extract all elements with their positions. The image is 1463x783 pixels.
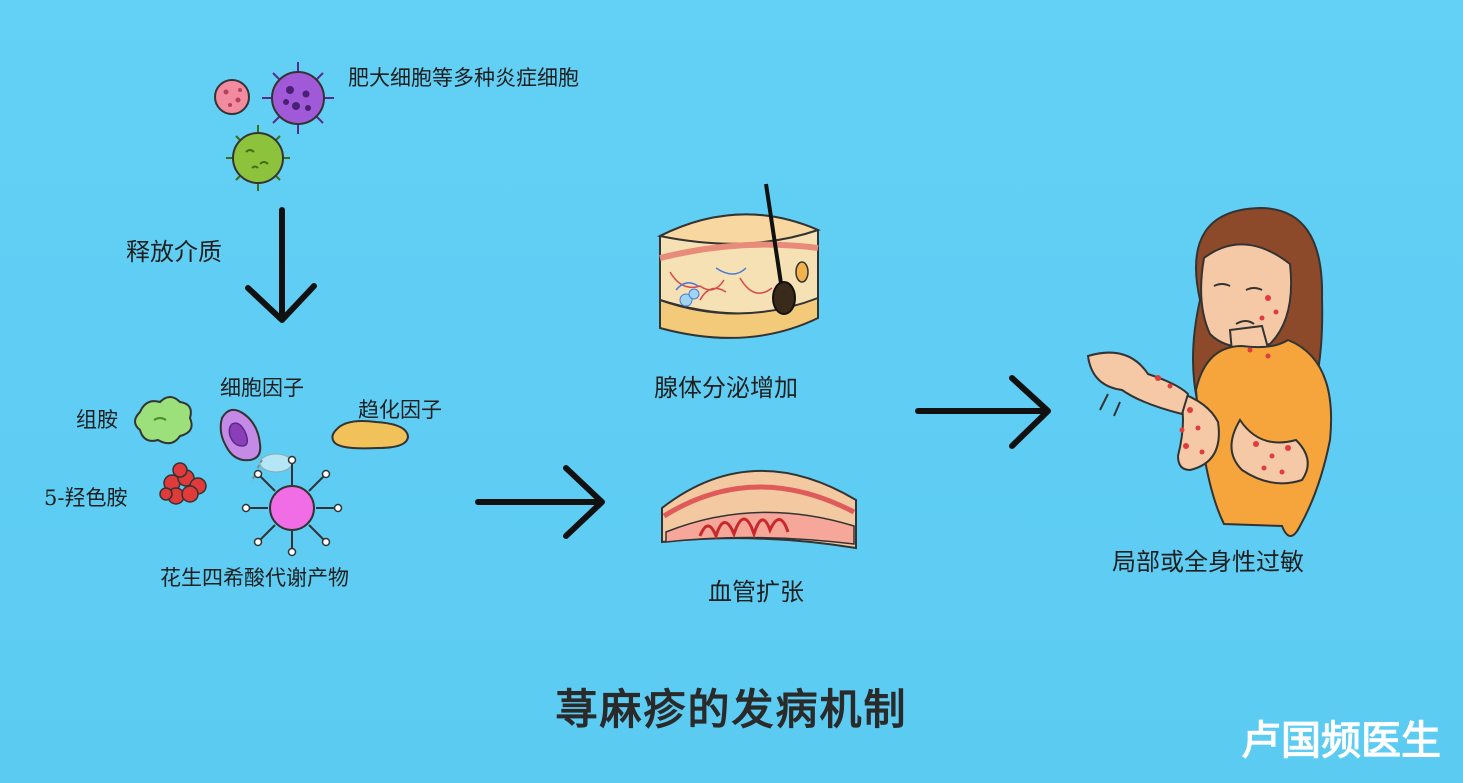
cytokine-icon xyxy=(219,408,262,462)
skin-gland-illustration-icon xyxy=(656,183,821,339)
diagram-title: 荨麻疹的发病机制 xyxy=(555,685,908,734)
blood-vessel-illustration-icon xyxy=(661,469,857,550)
effects-right-arrow xyxy=(915,375,1051,449)
purple-mast-cell-icon xyxy=(262,62,334,134)
arachidonic-metabolite-icon xyxy=(241,455,343,557)
arachidonic-metabolite-label: 花生四希酸代谢产物 xyxy=(160,566,349,590)
histamine-icon xyxy=(134,396,193,445)
histamine-label: 组胺 xyxy=(76,408,118,432)
cytokine-label: 细胞因子 xyxy=(220,376,304,400)
pink-mast-cell-icon xyxy=(214,79,250,115)
mediators-right-arrow xyxy=(475,465,605,539)
chemokine-icon xyxy=(331,420,410,450)
watermark: 卢国频医生 xyxy=(1241,718,1441,764)
green-mast-cell-icon xyxy=(226,125,290,191)
allergy-label: 局部或全身性过敏 xyxy=(1112,548,1304,576)
mast-cells-label: 肥大细胞等多种炎症细胞 xyxy=(348,66,579,90)
serotonin-label: 5-羟色胺 xyxy=(44,486,128,510)
chemokine-label: 趋化因子 xyxy=(358,398,442,422)
release-down-arrow xyxy=(245,207,317,323)
vasodilation-label: 血管扩张 xyxy=(708,578,804,606)
gland-secretion-label: 腺体分泌增加 xyxy=(654,374,798,402)
release-mediators-label: 释放介质 xyxy=(126,238,222,266)
serotonin-icon xyxy=(159,462,207,505)
allergic-woman-illustration-icon xyxy=(1086,206,1333,537)
